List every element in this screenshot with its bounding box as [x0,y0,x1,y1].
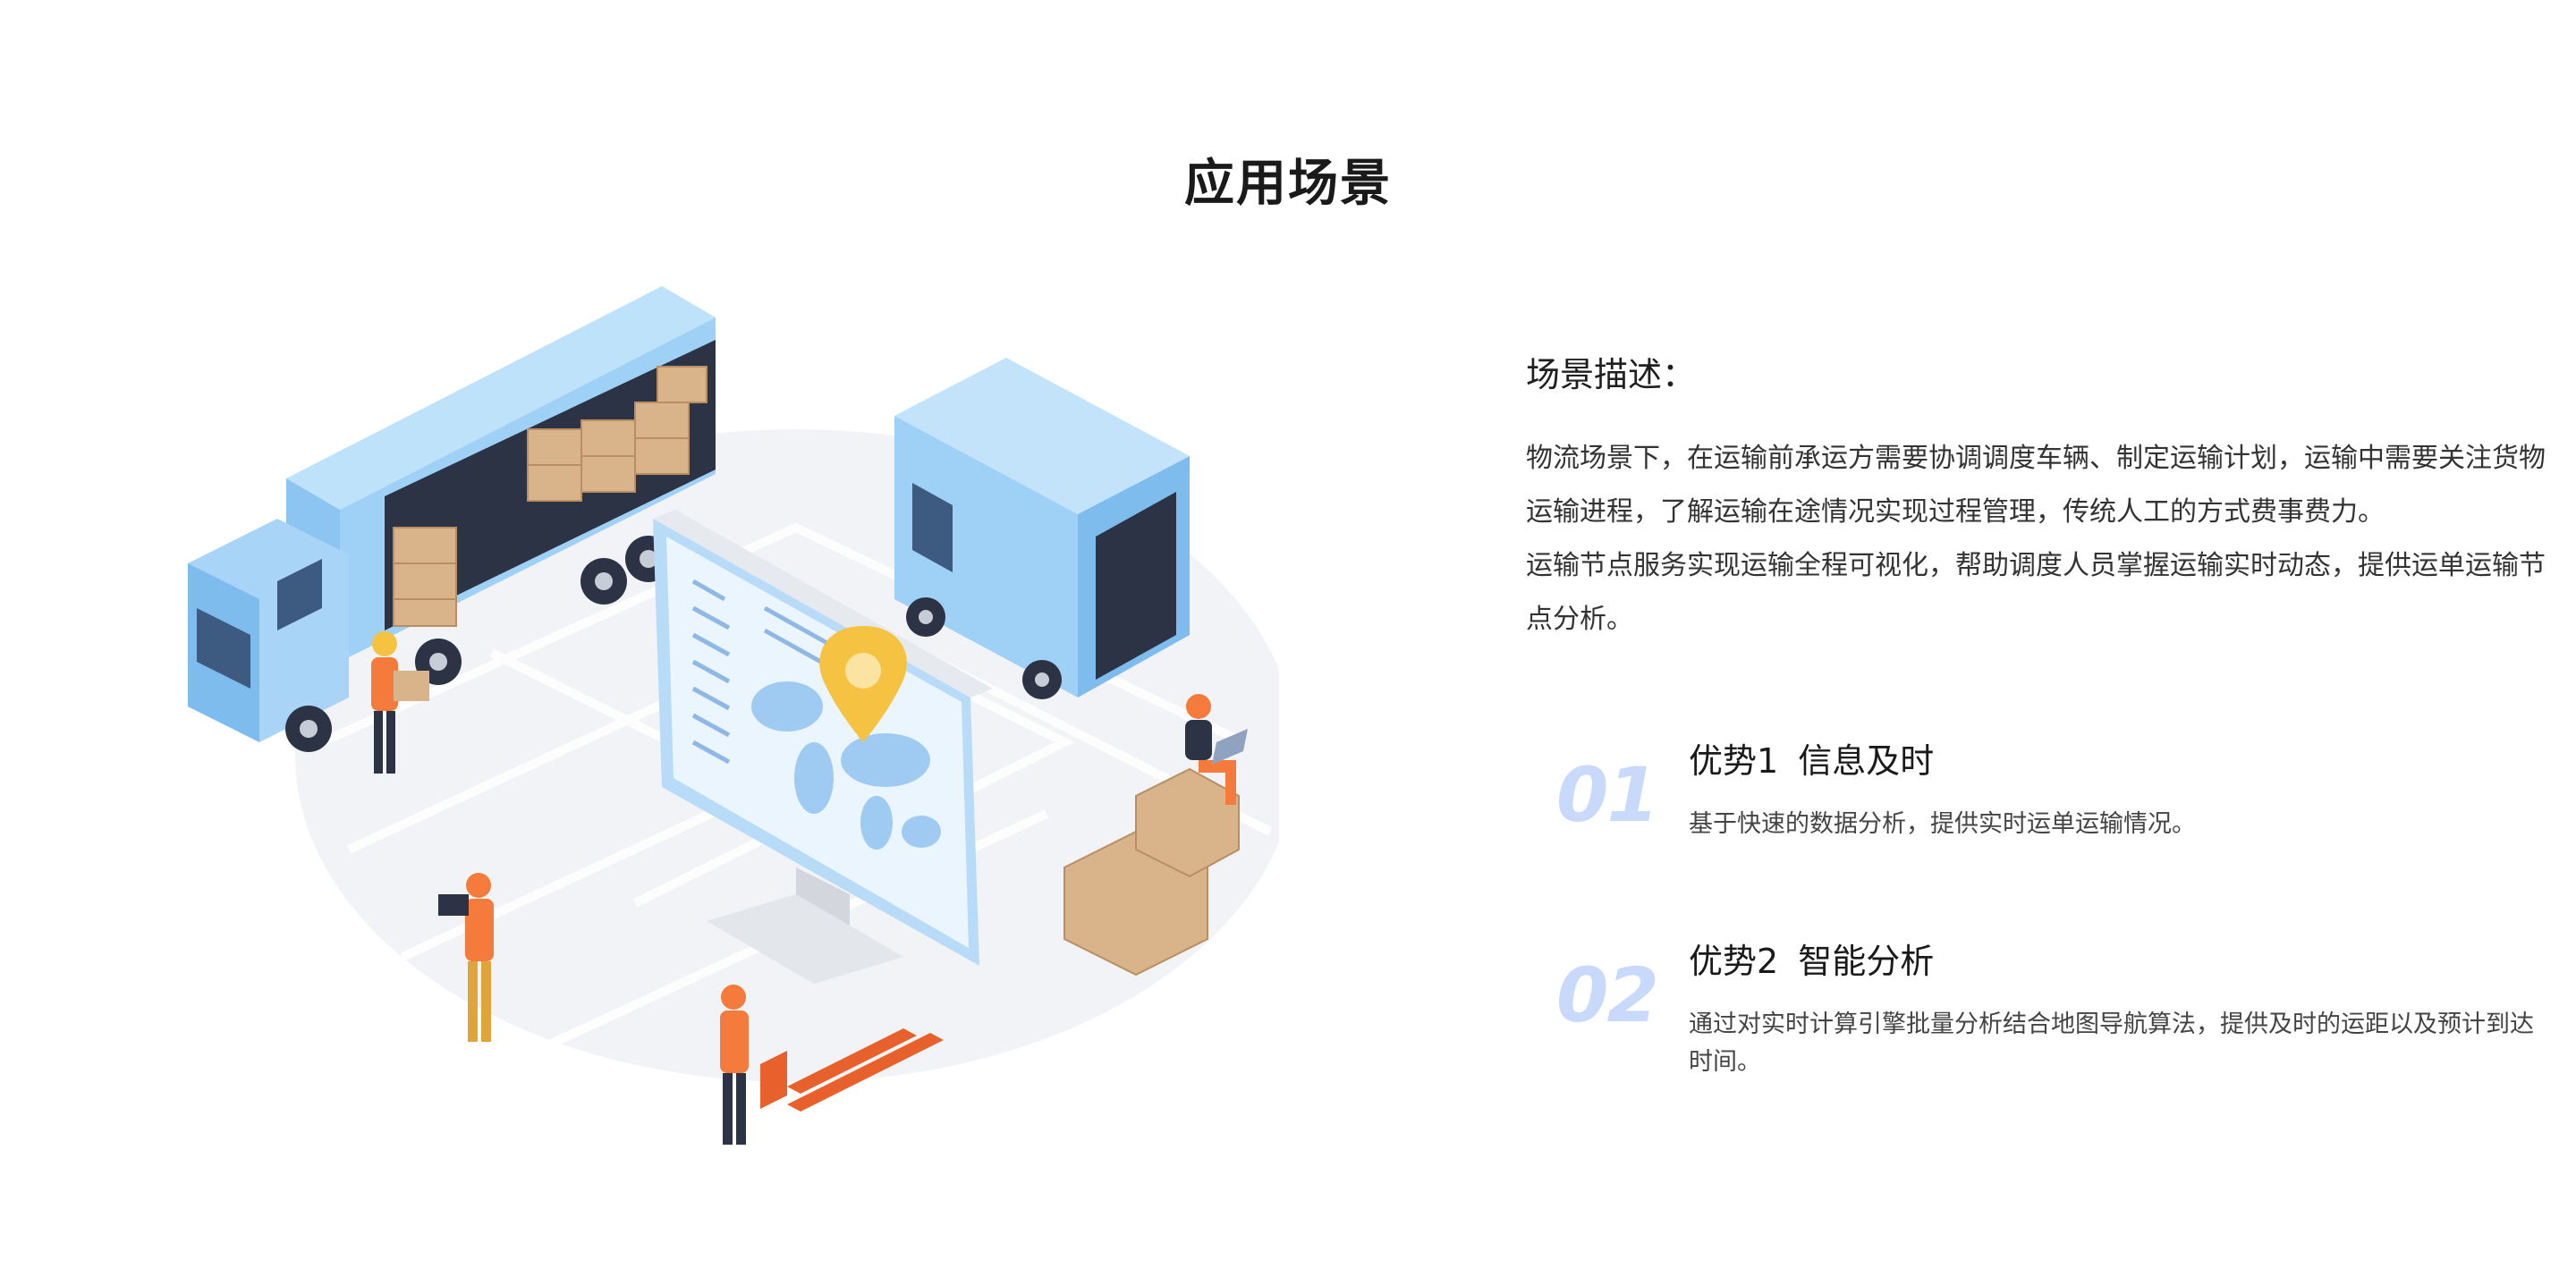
description-label: 场景描述： [1526,355,1697,394]
advantage-tag: 优势1 [1689,741,1779,781]
van-icon [894,358,1190,699]
advantage-heading: 信息及时 [1798,741,1935,781]
worker-tablet-icon [438,873,494,1042]
worker-icon [371,631,429,774]
advantage-number: 01 [1556,751,1659,839]
monitor-icon [653,510,993,984]
advantage-text: 基于快速的数据分析，提供实时运单运输情况。 [1689,810,2196,838]
worker-pallet-jack-icon [720,985,944,1145]
advantage-number: 02 [1556,951,1659,1039]
boxes-icon [1063,767,1240,977]
description-paragraph-2: 运输节点服务实现运输全程可视化，帮助调度人员掌握运输实时动态，提供运单运输节点分… [1526,550,2546,635]
location-pin-icon [819,626,907,742]
advantage-title: 优势2 智能分析 [1689,934,2538,983]
advantage-heading: 智能分析 [1798,942,1935,981]
advantage-body: 优势2 智能分析 通过对实时计算引擎批量分析结合地图导航算法，提供及时的运距以及预… [1689,934,2538,1081]
worker-laptop-icon [1185,694,1248,805]
advantage-title: 优势1 信息及时 [1689,733,2538,782]
advantage-tag: 优势2 [1689,942,1779,981]
section-title: 应用场景 [1184,155,1392,213]
scenario-description: 场景描述： 物流场景下，在运输前承运方需要协调调度车辆、制定运输计划，运输中需要… [1526,347,2563,647]
truck-icon [188,286,716,752]
advantage-body: 优势1 信息及时 基于快速的数据分析，提供实时运单运输情况。 [1689,733,2538,843]
logistics-illustration [188,286,1279,1145]
advantage-text: 通过对实时计算引擎批量分析结合地图导航算法，提供及时的运距以及预计到达时间。 [1689,1011,2534,1076]
description-paragraph-1: 物流场景下，在运输前承运方需要协调调度车辆、制定运输计划，运输中需要关注货物运输… [1526,443,2546,528]
